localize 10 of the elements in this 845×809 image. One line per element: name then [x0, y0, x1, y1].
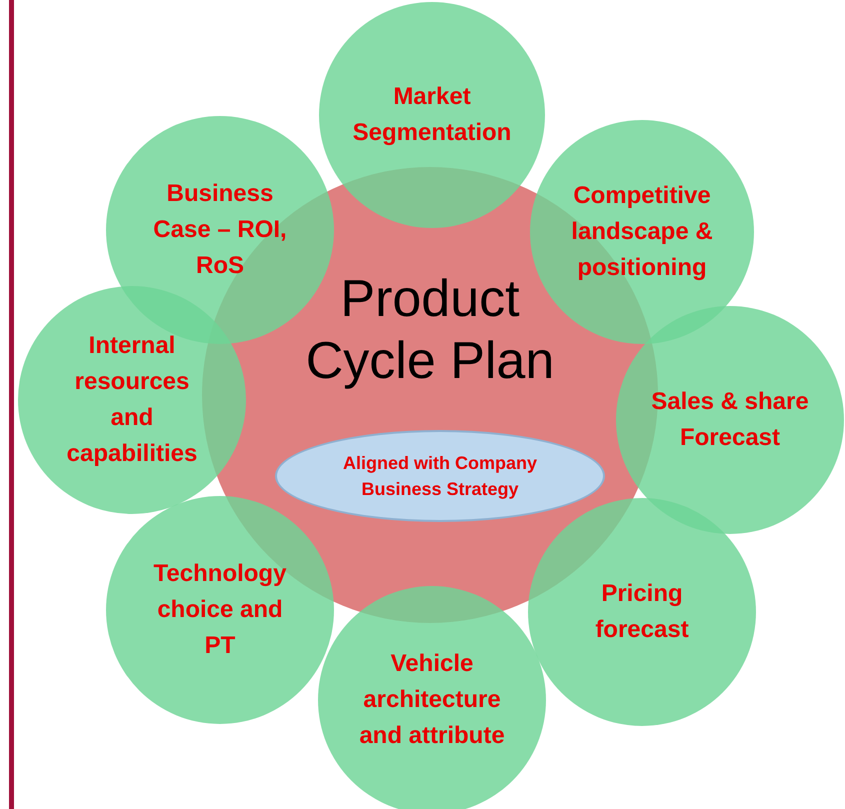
topic-label: Competitive landscape & positioning [570, 181, 714, 283]
topic-label: Aligned with Company Business Strategy [342, 452, 538, 501]
topic-label: Business Case – ROI, RoS [152, 179, 288, 281]
topic-label: Pricing forecast [594, 579, 690, 645]
topic-label: Market Segmentation [352, 82, 512, 148]
topic-label: Sales & share Forecast [650, 387, 810, 453]
topic-label: Technology choice and PT [152, 559, 288, 661]
center-label: Product Cycle Plan [304, 268, 556, 392]
topic-label: Vehicle architecture and attribute [358, 649, 506, 751]
topic-label: Internal resources and capabilities [66, 331, 198, 469]
